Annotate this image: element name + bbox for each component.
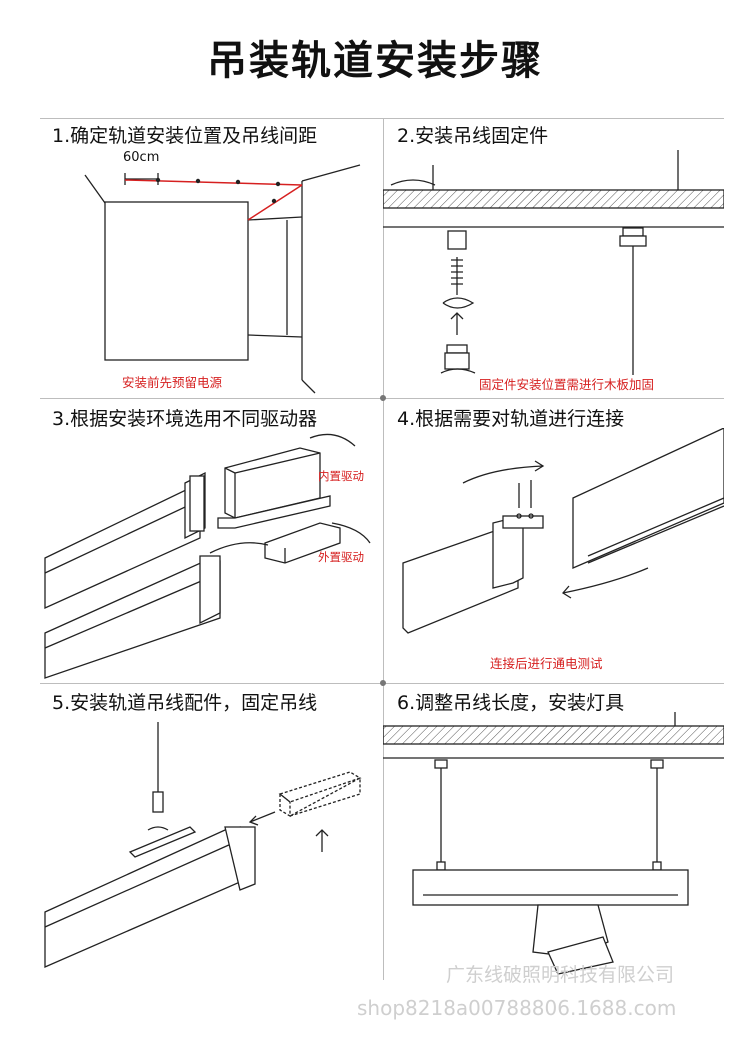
- step-1-note: 安装前先预留电源: [122, 375, 223, 390]
- step-4-illustration: [402, 428, 724, 634]
- page-title: 吊装轨道安装步骤: [207, 38, 543, 84]
- step-4-note: 连接后进行通电测试: [490, 656, 603, 671]
- step-3-illustration: [44, 433, 371, 679]
- step-2-note: 固定件安装位置需进行木板加固: [479, 377, 655, 392]
- grid-line-middle: [383, 118, 384, 980]
- step-5-illustration: [44, 722, 362, 968]
- step-6-label: 6.调整吊线长度，安装灯具: [397, 692, 625, 714]
- step-6-illustration: [383, 712, 724, 975]
- step-4-label: 4.根据需要对轨道进行连接: [397, 408, 625, 430]
- watermark-shop: shop8218a00788806.1688.com: [357, 996, 677, 1020]
- step-2-label: 2.安装吊线固定件: [397, 125, 549, 147]
- grid-line-top: [40, 118, 724, 119]
- grid-junction-dot: [380, 680, 386, 686]
- step-1-illustration: [84, 164, 361, 394]
- watermark-company: 广东线破照明科技有限公司: [446, 964, 675, 986]
- step-1-label: 1.确定轨道安装位置及吊线间距: [52, 125, 318, 147]
- step-3-label: 3.根据安装环境选用不同驱动器: [52, 408, 318, 430]
- step-1-dimension: 60cm: [123, 150, 160, 165]
- step-2-illustration: [383, 150, 724, 375]
- step-5-label: 5.安装轨道吊线配件，固定吊线: [52, 692, 318, 714]
- grid-junction-dot: [380, 395, 386, 401]
- step-3-note-external: 外置驱动: [318, 550, 364, 564]
- step-3-note-internal: 内置驱动: [318, 469, 364, 483]
